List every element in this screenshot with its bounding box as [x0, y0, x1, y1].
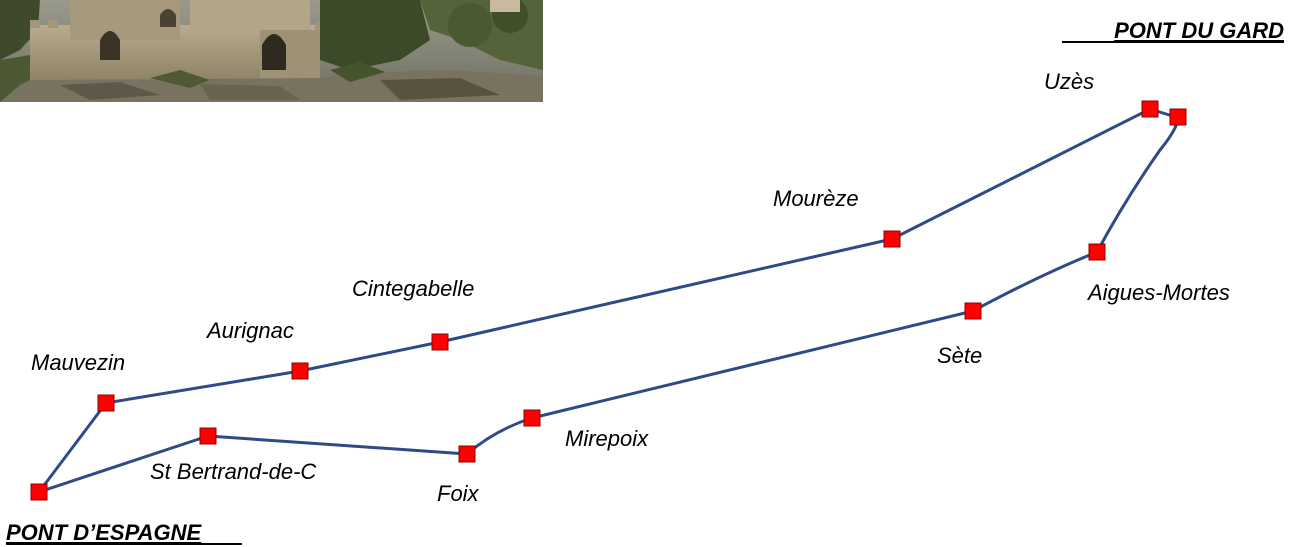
- label-aurignac: Aurignac: [205, 318, 294, 343]
- stop-marker-pont-du-gard: [1169, 108, 1187, 126]
- stop-marker-uzes: [1141, 100, 1159, 118]
- label-mauvezin: Mauvezin: [31, 350, 125, 375]
- stop-marker-st-bertrand: [199, 427, 217, 445]
- label-cintegabelle: Cintegabelle: [352, 276, 474, 301]
- endpoint-title-pont-du-gard: PONT DU GARD: [1114, 18, 1284, 43]
- stop-marker-aurignac: [291, 362, 309, 380]
- label-mirepoix: Mirepoix: [565, 426, 649, 451]
- label-foix: Foix: [437, 481, 480, 506]
- stop-marker-moureze: [883, 230, 901, 248]
- stop-marker-pont-despagne: [30, 483, 48, 501]
- label-moureze: Mourèze: [773, 186, 859, 211]
- stop-marker-cintegabelle: [431, 333, 449, 351]
- castle-photo: [0, 0, 543, 102]
- label-uzes: Uzès: [1044, 69, 1094, 94]
- label-aigues-mortes: Aigues-Mortes: [1086, 280, 1230, 305]
- stop-marker-mauvezin: [97, 394, 115, 412]
- label-sete: Sète: [937, 343, 982, 368]
- endpoint-title-pont-despagne: PONT D’ESPAGNE: [6, 520, 203, 545]
- stop-marker-mirepoix: [523, 409, 541, 427]
- stop-marker-sete: [964, 302, 982, 320]
- label-st-bertrand: St Bertrand-de-C: [150, 459, 316, 484]
- stop-marker-aigues-mortes: [1088, 243, 1106, 261]
- stop-marker-foix: [458, 445, 476, 463]
